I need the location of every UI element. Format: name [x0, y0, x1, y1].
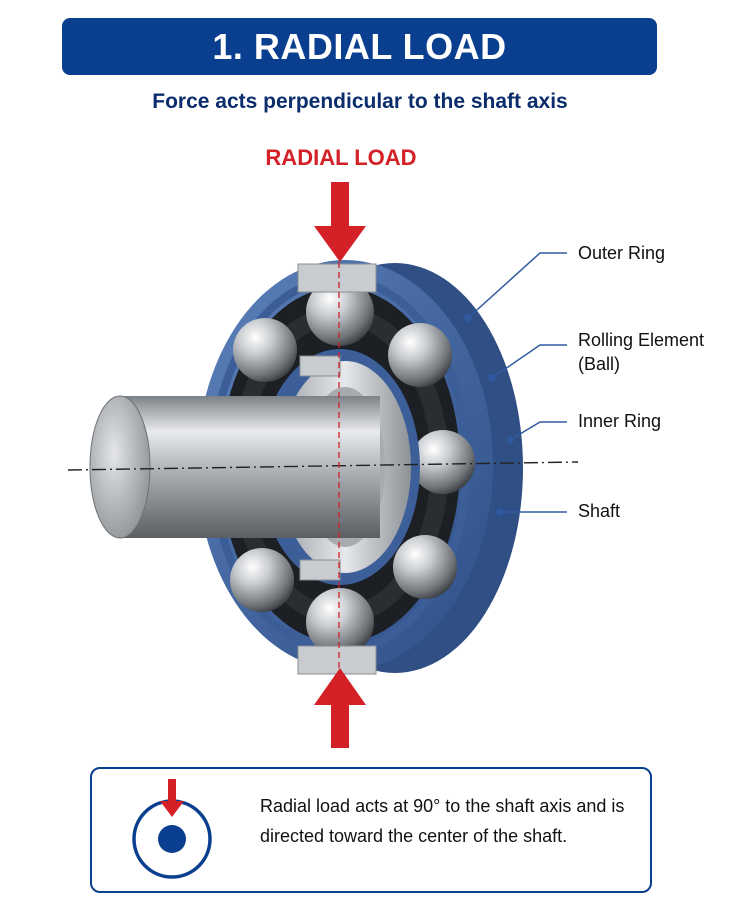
section-cut: [297, 263, 377, 675]
ball: [233, 318, 297, 382]
callout-rolling-element: Rolling Element: [578, 330, 705, 350]
load-arrow-top: [314, 182, 366, 262]
ball: [393, 535, 457, 599]
callout-outer-ring: Outer Ring: [578, 243, 666, 263]
shaft-axis-line: [67, 461, 579, 471]
note-box: Radial load acts at 90° to the shaft axi…: [90, 767, 652, 893]
ball: [306, 588, 374, 656]
ball: [230, 548, 294, 612]
ball: [388, 323, 452, 387]
load-arrow-bottom: [314, 668, 366, 748]
title-banner: 1. RADIAL LOAD: [62, 18, 657, 75]
outer-ring-leader: [467, 252, 567, 319]
callout-inner-ring: Inner Ring: [578, 411, 662, 431]
rolling-elements: [230, 278, 475, 656]
inner-ring-leader: [509, 421, 567, 441]
leader-lines: [464, 252, 567, 516]
ball: [411, 430, 475, 494]
shaft-cross-section-icon: [132, 779, 212, 879]
note-text: Radial load acts at 90° to the shaft axi…: [260, 796, 625, 846]
subtitle: Force acts perpendicular to the shaft ax…: [152, 90, 568, 113]
callout-shaft: Shaft: [578, 501, 621, 521]
callout-rolling-element-ball: (Ball): [578, 354, 621, 374]
bearing-diagram: [67, 182, 579, 748]
rolling-element-leader: [491, 344, 567, 379]
page-title: 1. RADIAL LOAD: [212, 25, 507, 67]
radial-load-label: RADIAL LOAD: [265, 145, 417, 170]
load-arrow-icon: [160, 779, 184, 817]
shaft: [89, 395, 380, 539]
ball: [306, 278, 374, 346]
